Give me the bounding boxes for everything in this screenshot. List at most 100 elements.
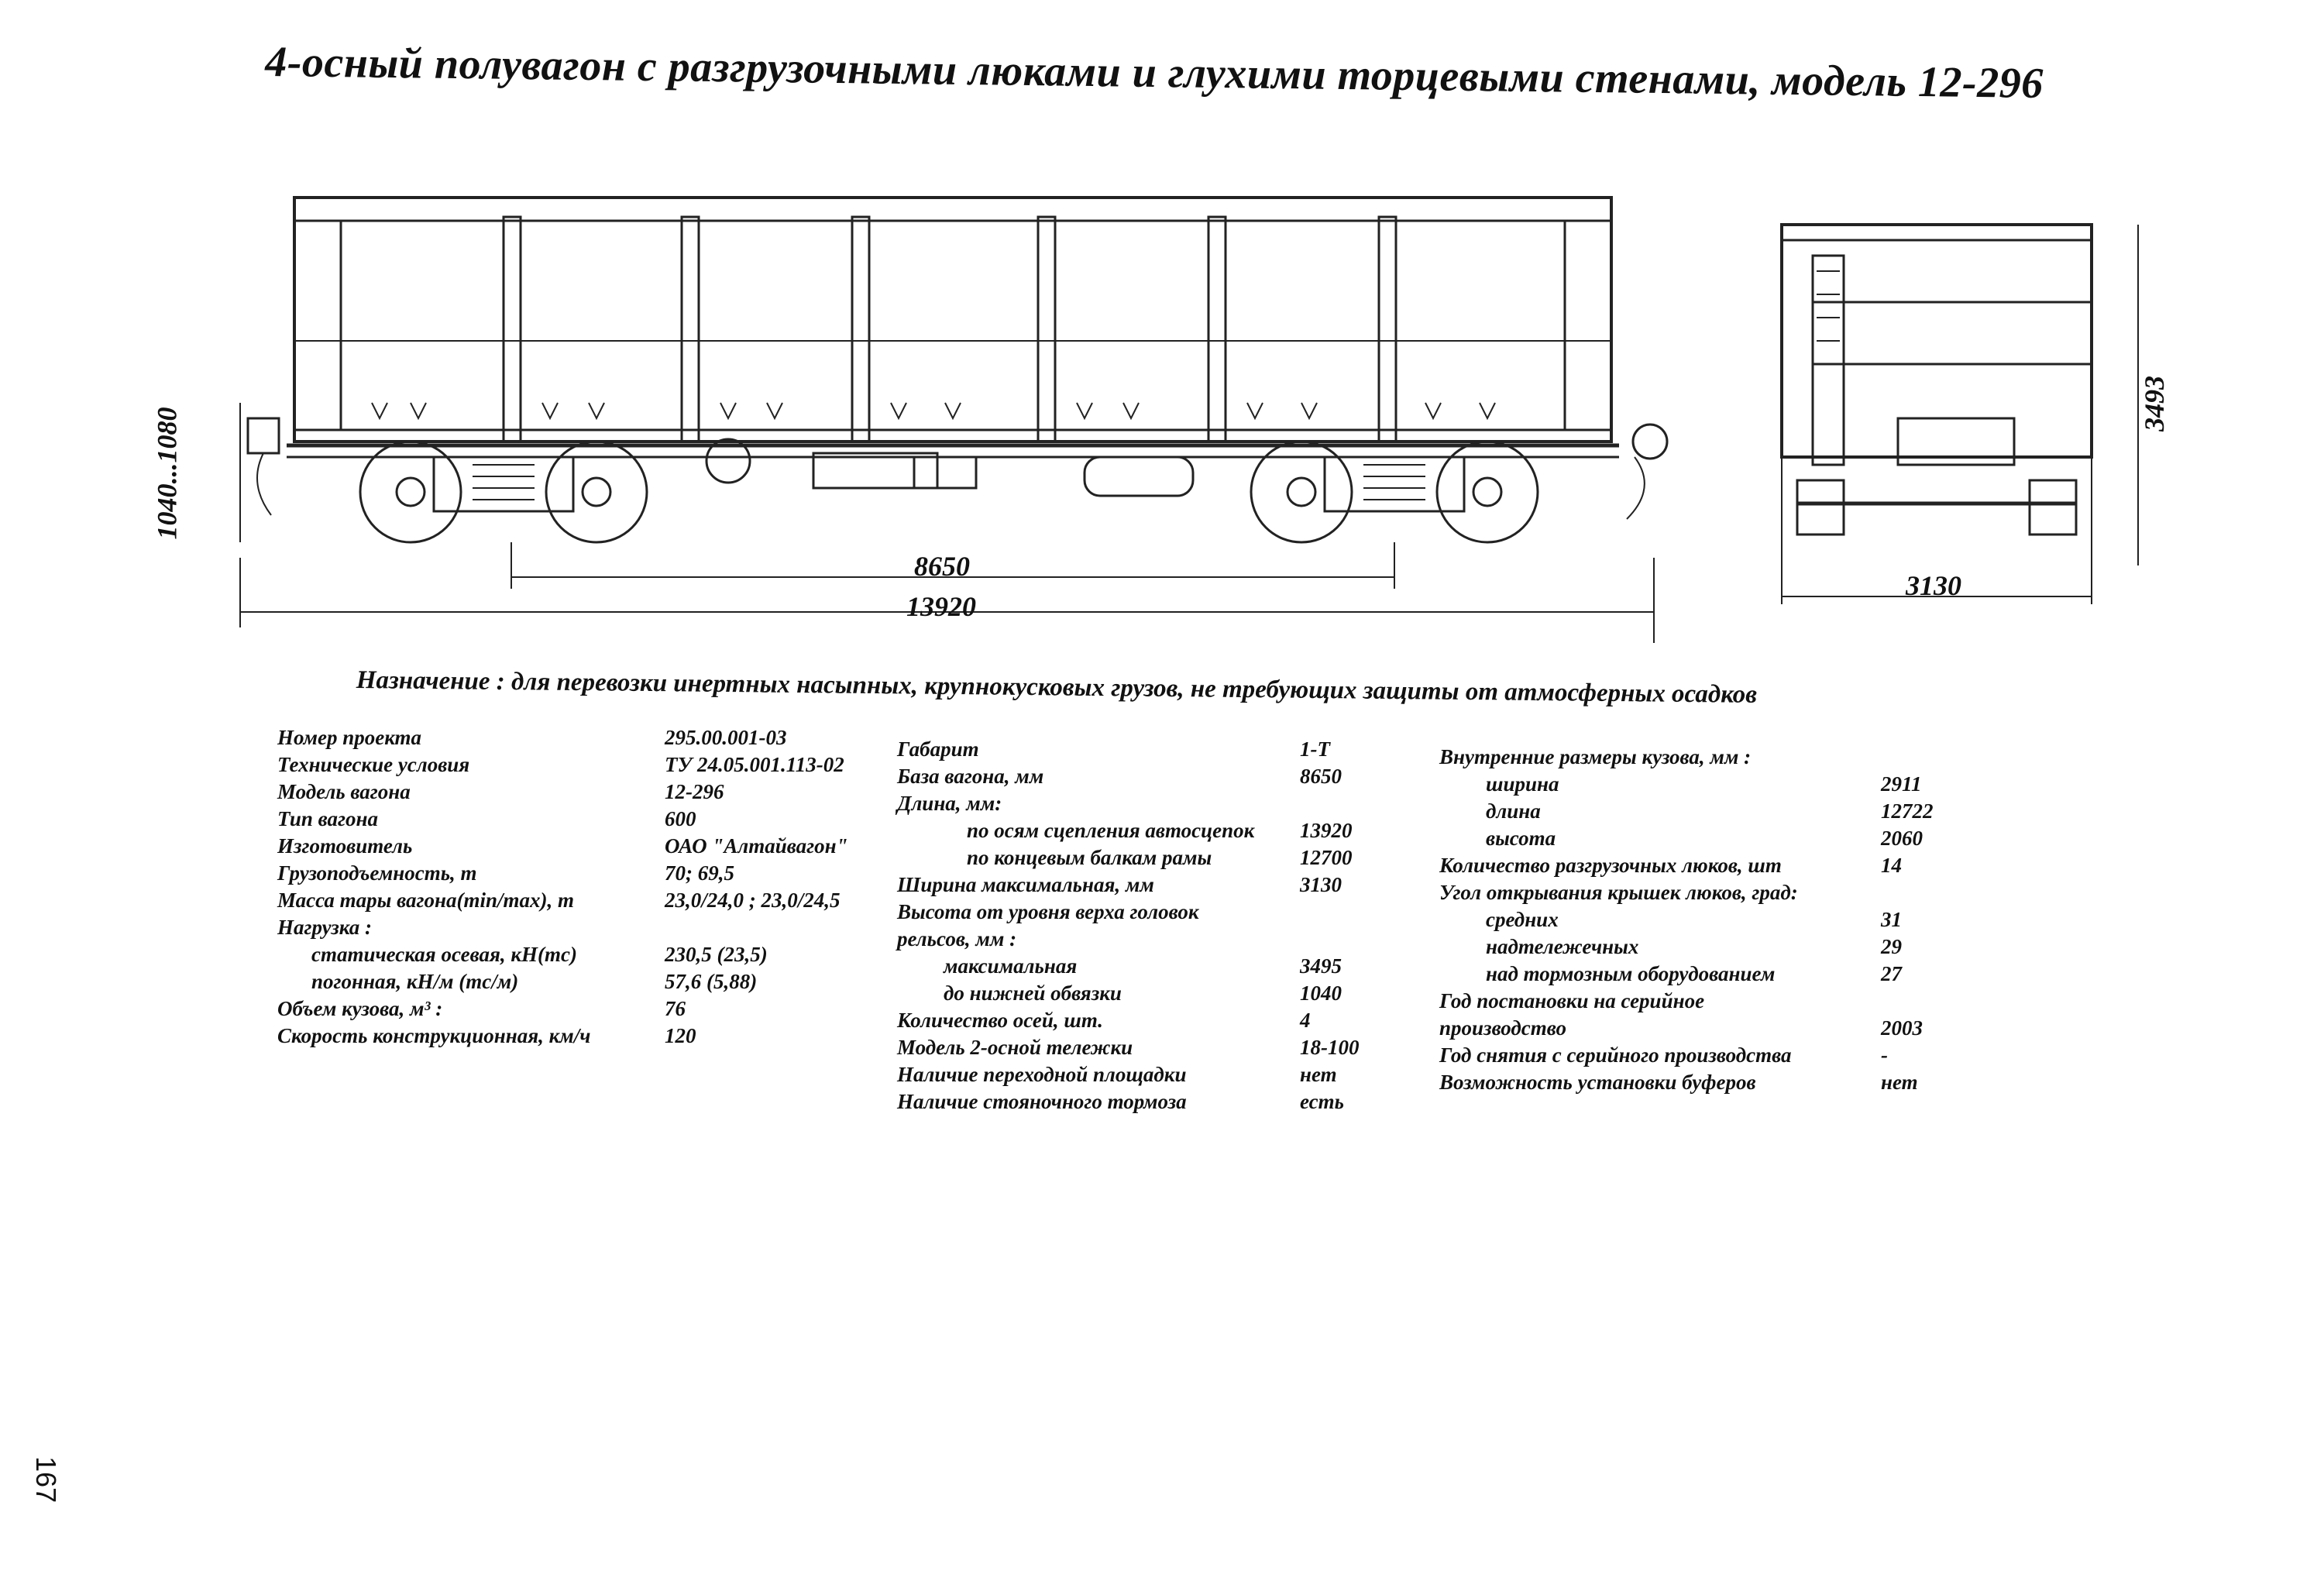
spec-value: 13920 bbox=[1300, 819, 1353, 842]
spec-row: База вагона, мм 8650 bbox=[897, 763, 1455, 790]
spec-value: ТУ 24.05.001.113-02 bbox=[665, 753, 844, 776]
spec-value: 27 bbox=[1881, 962, 1902, 985]
spec-value: 31 bbox=[1881, 908, 1902, 931]
spec-value: 70; 69,5 bbox=[665, 861, 734, 885]
spec-label: Наличие переходной площадки bbox=[897, 1063, 1187, 1086]
spec-value: 76 bbox=[665, 997, 686, 1020]
spec-label: Внутренние размеры кузова, мм : bbox=[1439, 745, 1752, 768]
spec-value: 57,6 (5,88) bbox=[665, 970, 758, 993]
base-dimension: 8650 bbox=[914, 551, 970, 582]
spec-label: Возможность установки буферов bbox=[1439, 1071, 1756, 1094]
spec-label: Год снятия с серийного производства bbox=[1439, 1043, 1792, 1067]
wagon-drawing bbox=[239, 196, 2139, 643]
spec-value: 8650 bbox=[1300, 765, 1342, 788]
spec-row: Технические условия ТУ 24.05.001.113-02 bbox=[277, 751, 882, 779]
spec-value: 295.00.001-03 bbox=[665, 726, 787, 749]
spec-row: производство 2003 bbox=[1439, 1015, 2028, 1042]
spec-label: Высота от уровня верха головок bbox=[897, 900, 1199, 923]
spec-label: Модель 2-осной тележки bbox=[897, 1036, 1133, 1059]
coupler-height-dimension: 1040...1080 bbox=[151, 407, 183, 540]
spec-row: Изготовитель ОАО "Алтайвагон" bbox=[277, 833, 882, 860]
spec-row: Объем кузова, м³ :76 bbox=[277, 995, 882, 1023]
spec-value: 230,5 (23,5) bbox=[665, 943, 768, 966]
spec-row: над тормозным оборудованием 27 bbox=[1439, 961, 2028, 988]
spec-value: ОАО "Алтайвагон" bbox=[665, 834, 848, 858]
spec-label: Масса тары вагона(min/max), т bbox=[277, 889, 574, 912]
spec-value: 14 bbox=[1881, 854, 1902, 877]
spec-value: 120 bbox=[665, 1024, 696, 1047]
spec-row: статическая осевая, кН(тс) 230,5 (23,5) bbox=[277, 941, 882, 968]
spec-label: по концевым балкам рамы bbox=[967, 846, 1212, 869]
spec-label: Грузоподъемность, т bbox=[277, 861, 477, 885]
spec-value: 1040 bbox=[1300, 981, 1342, 1005]
spec-label: Номер проекта bbox=[277, 726, 422, 749]
spec-value: 18-100 bbox=[1300, 1036, 1360, 1059]
spec-value: 2060 bbox=[1881, 827, 1923, 850]
spec-value: есть bbox=[1300, 1090, 1344, 1113]
spec-label: Скорость конструкционная, км/ч bbox=[277, 1024, 591, 1047]
spec-label: погонная, кН/м (тс/м) bbox=[311, 970, 519, 993]
spec-row: погонная, кН/м (тс/м) 57,6 (5,88) bbox=[277, 968, 882, 995]
spec-row: Модель 2-осной тележки 18-100 bbox=[897, 1034, 1455, 1061]
spec-value: 2003 bbox=[1881, 1016, 1923, 1040]
spec-label: Нагрузка : bbox=[277, 916, 373, 939]
end-view bbox=[1780, 223, 2139, 604]
spec-row: Грузоподъемность, т 70; 69,5 bbox=[277, 860, 882, 887]
spec-row: Номер проекта 295.00.001-03 bbox=[277, 724, 882, 751]
spec-row: высота 2060 bbox=[1439, 825, 2028, 852]
width-dimension: 3130 bbox=[1906, 570, 1961, 601]
spec-value: нет bbox=[1881, 1071, 1918, 1094]
spec-value: 12722 bbox=[1881, 799, 1934, 823]
spec-label: ширина bbox=[1486, 772, 1559, 796]
spec-label: База вагона, мм bbox=[897, 765, 1044, 788]
spec-label: Тип вагона bbox=[277, 807, 378, 830]
spec-row: Скорость конструкционная, км/ч 120 bbox=[277, 1023, 882, 1050]
spec-row: по концевым балкам рамы 12700 bbox=[897, 844, 1455, 871]
spec-label: Габарит bbox=[897, 737, 979, 761]
spec-value: 3130 bbox=[1300, 873, 1342, 896]
spec-label: над тормозным оборудованием bbox=[1486, 962, 1776, 985]
spec-row: Количество разгрузочных люков, шт 14 bbox=[1439, 852, 2028, 879]
spec-label: Технические условия bbox=[277, 753, 470, 776]
spec-row: Ширина максимальная, мм 3130 bbox=[897, 871, 1455, 899]
spec-label: Ширина максимальная, мм bbox=[897, 873, 1154, 896]
spec-value: 4 bbox=[1300, 1009, 1311, 1032]
spec-label: Длина, мм: bbox=[897, 792, 1002, 815]
spec-label: Год постановки на серийное bbox=[1439, 989, 1705, 1012]
spec-row: Количество осей, шт. 4 bbox=[897, 1007, 1455, 1034]
spec-row: Год снятия с серийного производства- bbox=[1439, 1042, 2028, 1069]
spec-row: Масса тары вагона(min/max), т 23,0/24,0 ;… bbox=[277, 887, 882, 914]
spec-label: Угол открывания крышек люков, град: bbox=[1439, 881, 1798, 904]
spec-label: статическая осевая, кН(тс) bbox=[311, 943, 578, 966]
height-dimension: 3493 bbox=[2139, 376, 2170, 431]
spec-label: средних bbox=[1486, 908, 1559, 931]
page-number: 167 bbox=[30, 1456, 62, 1504]
spec-label: до нижней обвязки bbox=[944, 981, 1122, 1005]
spec-label: надтележечных bbox=[1486, 935, 1639, 958]
spec-row: Возможность установки буферов нет bbox=[1439, 1069, 2028, 1096]
spec-label: производство bbox=[1439, 1016, 1567, 1040]
spec-column-1: Номер проекта 295.00.001-03 Технические у… bbox=[277, 724, 882, 1050]
total-length-dimension: 13920 bbox=[906, 591, 976, 622]
spec-label: Количество разгрузочных люков, шт bbox=[1439, 854, 1782, 877]
spec-row: Угол открывания крышек люков, град: bbox=[1439, 879, 2028, 906]
side-dimension-lines bbox=[239, 403, 1655, 643]
spec-row: средних 31 bbox=[1439, 906, 2028, 933]
spec-row: Внутренние размеры кузова, мм : bbox=[1439, 744, 2028, 771]
spec-value: 12-296 bbox=[665, 780, 724, 803]
spec-value: 12700 bbox=[1300, 846, 1353, 869]
spec-value: 23,0/24,0 ; 23,0/24,5 bbox=[665, 889, 841, 912]
spec-label: Количество осей, шт. bbox=[897, 1009, 1103, 1032]
spec-row: Длина, мм: bbox=[897, 790, 1455, 817]
spec-label: Изготовитель bbox=[277, 834, 413, 858]
spec-label: высота bbox=[1486, 827, 1556, 850]
